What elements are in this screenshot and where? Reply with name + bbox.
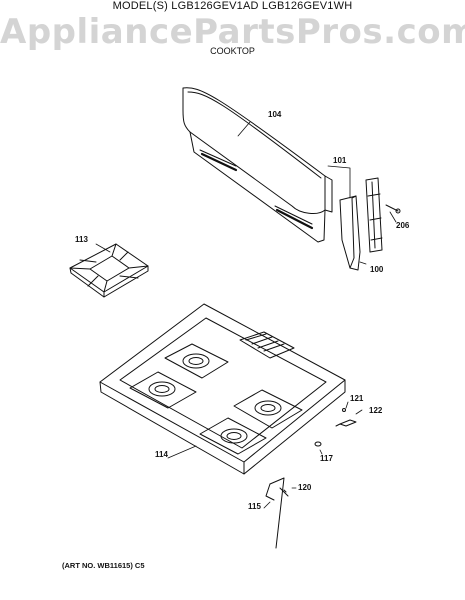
callout-206: 206 [396,221,410,230]
callout-101: 101 [333,156,347,165]
art-number: (ART NO. WB11615) C5 [62,561,145,570]
leader-lines [95,121,397,509]
burner-grate [69,243,149,298]
callout-120: 120 [298,483,312,492]
fastener-120 [279,487,289,497]
section-title: COOKTOP [210,46,255,56]
callout-115: 115 [248,502,261,511]
rod-115 [265,477,285,549]
callout-104: 104 [268,110,282,119]
backsplash-panel [182,87,333,243]
bracket [365,177,383,253]
cooktop-top [99,303,346,475]
callout-114: 114 [155,450,168,459]
end-cap [339,195,361,271]
watermark-logo: AppliancePartsPros.com [0,12,465,52]
clip-117 [314,441,322,447]
model-title: MODEL(S) LGB126GEV1AD LGB126GEV1WH [112,0,353,12]
screw-assembly [335,408,357,427]
callout-121: 121 [350,394,364,403]
callout-113: 113 [75,235,88,244]
callout-122: 122 [369,406,383,415]
screw-206 [385,204,401,214]
callout-117: 117 [320,454,333,463]
callout-100: 100 [370,265,384,274]
